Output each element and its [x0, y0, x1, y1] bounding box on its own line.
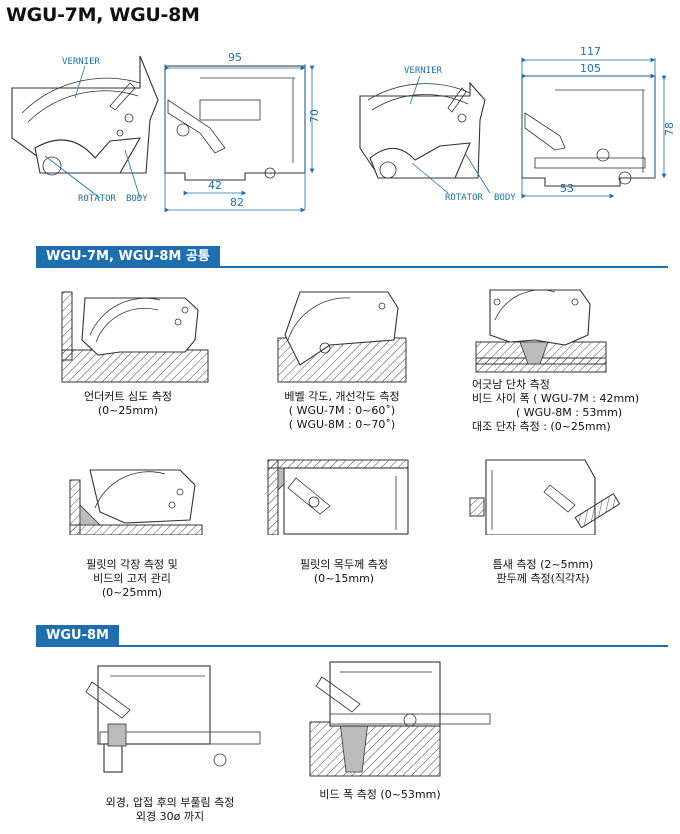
caption-bevel: 베벨 각도, 개선각도 측정 ( WGU-7M : 0~60˚) ( WGU-8…: [284, 390, 400, 431]
common-usage-illustrations: [61, 289, 621, 535]
spec-diagrams: VERNIER ROTATOR BODY 95 70 42 82 VERNIER…: [11, 45, 676, 213]
wgu8m-slide-dim: 53: [560, 182, 574, 195]
misalignment-illustration: [475, 289, 607, 373]
bevel-illustration: [277, 291, 407, 383]
gap-illustration: [469, 459, 621, 535]
wgu7m-back-view: [164, 64, 315, 213]
section-8m-header: WGU-8M: [36, 625, 119, 647]
caption-fillet-leg: 필릿의 각장 측정 및 비드의 고저 관리 (0~25mm): [86, 558, 178, 599]
wgu8m-usage-illustrations: [85, 661, 491, 777]
section-common-rule: [36, 266, 668, 268]
wgu7m-width-dim: 95: [228, 51, 242, 64]
wgu8m-height-dim: 78: [663, 122, 676, 136]
wgu7m-rotator-label: ROTATOR: [78, 194, 117, 204]
page-title: WGU-7M, WGU-8M: [6, 4, 200, 26]
undercut-illustration: [61, 291, 209, 383]
wgu8m-vernier-label: VERNIER: [404, 66, 443, 76]
fillet-leg-illustration: [69, 469, 203, 535]
outer-diameter-illustration: [85, 665, 261, 773]
caption-undercut: 언더커트 심도 측정 (0~25mm): [84, 390, 172, 417]
bead-width-illustration: [309, 661, 491, 777]
caption-gap: 틈새 측정 (2~5mm) 판두께 측정(직각자): [492, 558, 594, 585]
caption-outer-diameter: 외경, 압접 후의 부풀림 측정 외경 30ø 까지: [105, 796, 235, 823]
wgu8m-back-view: [521, 57, 667, 199]
section-8m-rule: [36, 645, 668, 647]
caption-misalignment: 어긋남 단차 측정 비드 사이 폭 ( WGU-7M : 42mm) ( WGU…: [472, 378, 640, 433]
caption-bead-width: 비드 폭 측정 (0~53mm): [319, 788, 441, 801]
wgu7m-height-dim: 70: [308, 109, 321, 123]
section-common-header: WGU-7M, WGU-8M 공통: [36, 246, 220, 268]
wgu7m-body-label: BODY: [126, 194, 148, 204]
caption-fillet-throat: 필릿의 목두께 측정 (0~15mm): [300, 558, 388, 585]
wgu7m-front-view: [11, 55, 159, 199]
wgu7m-inner-dim: 42: [208, 179, 222, 192]
wgu8m-outer-width-dim: 117: [580, 45, 601, 58]
wgu8m-body-label: BODY: [494, 193, 516, 203]
wgu8m-front-view: [359, 75, 491, 194]
fillet-throat-illustration: [267, 459, 409, 535]
wgu8m-rotator-label: ROTATOR: [445, 193, 484, 203]
wgu7m-base-dim: 82: [230, 196, 244, 209]
wgu7m-vernier-label: VERNIER: [62, 57, 101, 67]
wgu8m-inner-width-dim: 105: [580, 62, 601, 75]
